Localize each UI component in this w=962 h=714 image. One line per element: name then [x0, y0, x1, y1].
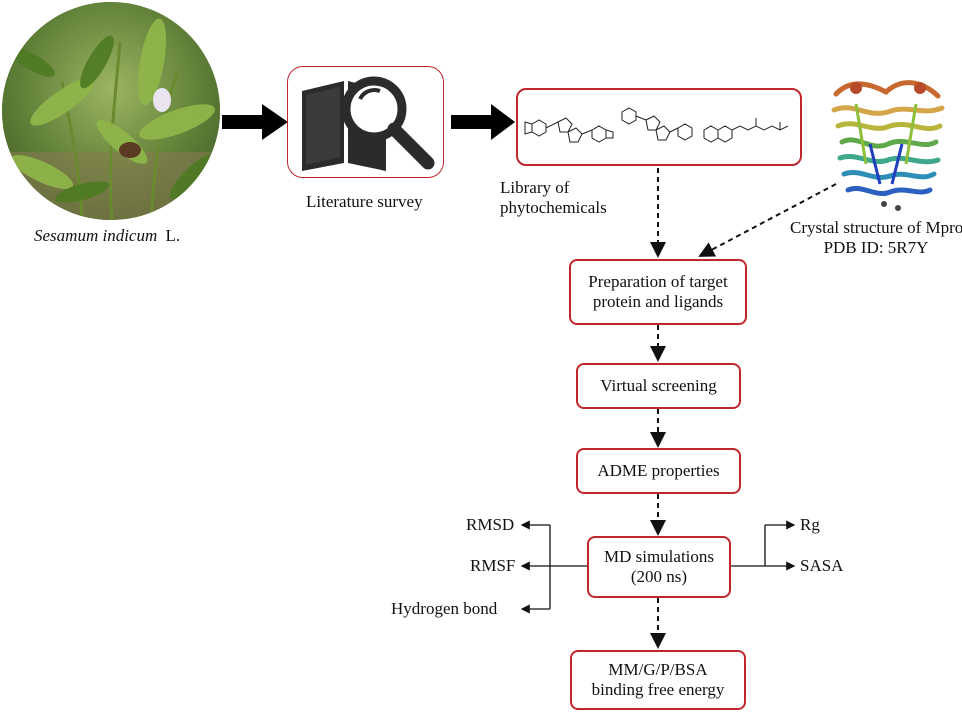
phytochemical-library-box: [516, 88, 802, 166]
block-arrow-1: [222, 104, 288, 140]
output-rmsd: RMSD: [466, 515, 515, 534]
output-sasa: SASA: [800, 556, 844, 575]
md-line1: MD simulations: [603, 547, 715, 566]
adme-box: ADME properties: [576, 448, 741, 494]
md-right-branches: [731, 520, 796, 571]
plant-species: Sesamum indicum: [34, 226, 158, 245]
crystal-label-line1: Crystal structure of Mpro: [790, 218, 962, 237]
crystal-label: Crystal structure of Mpro PDB ID: 5R7Y: [790, 218, 962, 258]
plant-caption: Sesamum indicum L.: [34, 226, 180, 246]
book-magnifier-icon: [302, 76, 435, 171]
mm-line2: binding free energy: [591, 680, 725, 699]
molecule-structures-icon: [524, 107, 789, 143]
mm-gpbsa-box: MM/G/P/BSA binding free energy: [570, 650, 746, 710]
library-label-line2: phytochemicals: [500, 198, 607, 217]
virtual-screening-box: Virtual screening: [576, 363, 741, 409]
mm-line1: MM/G/P/BSA: [608, 660, 708, 679]
virtual-screening-label: Virtual screening: [600, 376, 717, 395]
preparation-line2: protein and ligands: [592, 292, 724, 311]
arrow-crystal-to-prep: [698, 183, 837, 257]
literature-icon-box: [287, 66, 444, 178]
library-label: Library of phytochemicals: [500, 178, 607, 218]
output-hydrogen-bond: Hydrogen bond: [391, 599, 498, 618]
preparation-line1: Preparation of target: [588, 272, 728, 291]
preparation-box: Preparation of target protein and ligand…: [569, 259, 747, 325]
library-label-line1: Library of: [500, 178, 570, 197]
output-rg: Rg: [800, 515, 820, 534]
md-simulations-box: MD simulations (200 ns): [587, 536, 731, 598]
plant-suffix: L.: [165, 226, 181, 245]
adme-label: ADME properties: [597, 461, 720, 480]
plant-photo: [2, 2, 220, 220]
protein-structure-image: [826, 74, 952, 220]
crystal-label-line2: PDB ID: 5R7Y: [823, 238, 929, 257]
md-line2: (200 ns): [630, 567, 688, 586]
output-rmsf: RMSF: [470, 556, 516, 575]
block-arrow-2: [451, 104, 515, 140]
literature-label: Literature survey: [306, 192, 423, 211]
md-left-branches: [520, 520, 587, 614]
